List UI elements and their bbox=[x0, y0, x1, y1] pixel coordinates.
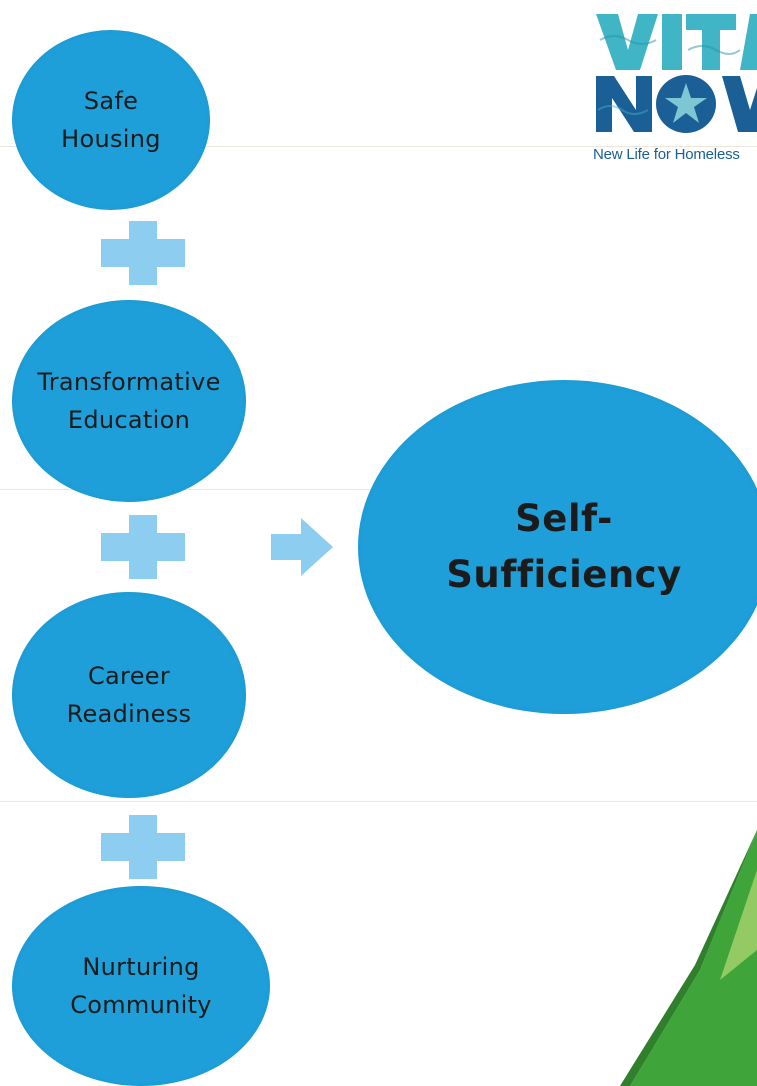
divider-line-3 bbox=[0, 801, 757, 802]
circle-safe-housing: Safe Housing bbox=[12, 30, 210, 210]
plus-icon bbox=[101, 221, 185, 285]
circle-label-line: Housing bbox=[61, 125, 161, 153]
plus-icon bbox=[101, 515, 185, 579]
circle-career-readiness: Career Readiness bbox=[12, 592, 246, 798]
circle-label-line: Career bbox=[87, 662, 170, 690]
circle-label-line: Education bbox=[67, 406, 191, 434]
circle-self-sufficiency: Self- Sufficiency bbox=[358, 380, 757, 714]
plus-icon bbox=[101, 815, 185, 879]
circle-transformative-education: Transformative Education bbox=[12, 300, 246, 502]
logo-tagline: New Life for Homeless bbox=[593, 146, 740, 163]
result-label-line: Sufficiency bbox=[446, 553, 682, 596]
circle-label-line: Community bbox=[70, 991, 212, 1019]
circle-label-line: Transformative bbox=[37, 368, 221, 396]
circle-label-line: Safe bbox=[83, 87, 139, 115]
vita-nova-logo bbox=[596, 14, 757, 133]
corner-decoration bbox=[620, 830, 757, 1086]
divider-line-1 bbox=[0, 146, 757, 147]
result-label-line: Self- bbox=[515, 497, 613, 540]
circle-label-line: Readiness bbox=[66, 700, 192, 728]
right-arrow-icon bbox=[271, 518, 333, 576]
circle-label-line: Nurturing bbox=[82, 953, 200, 981]
circle-nurturing-community: Nurturing Community bbox=[12, 886, 270, 1086]
